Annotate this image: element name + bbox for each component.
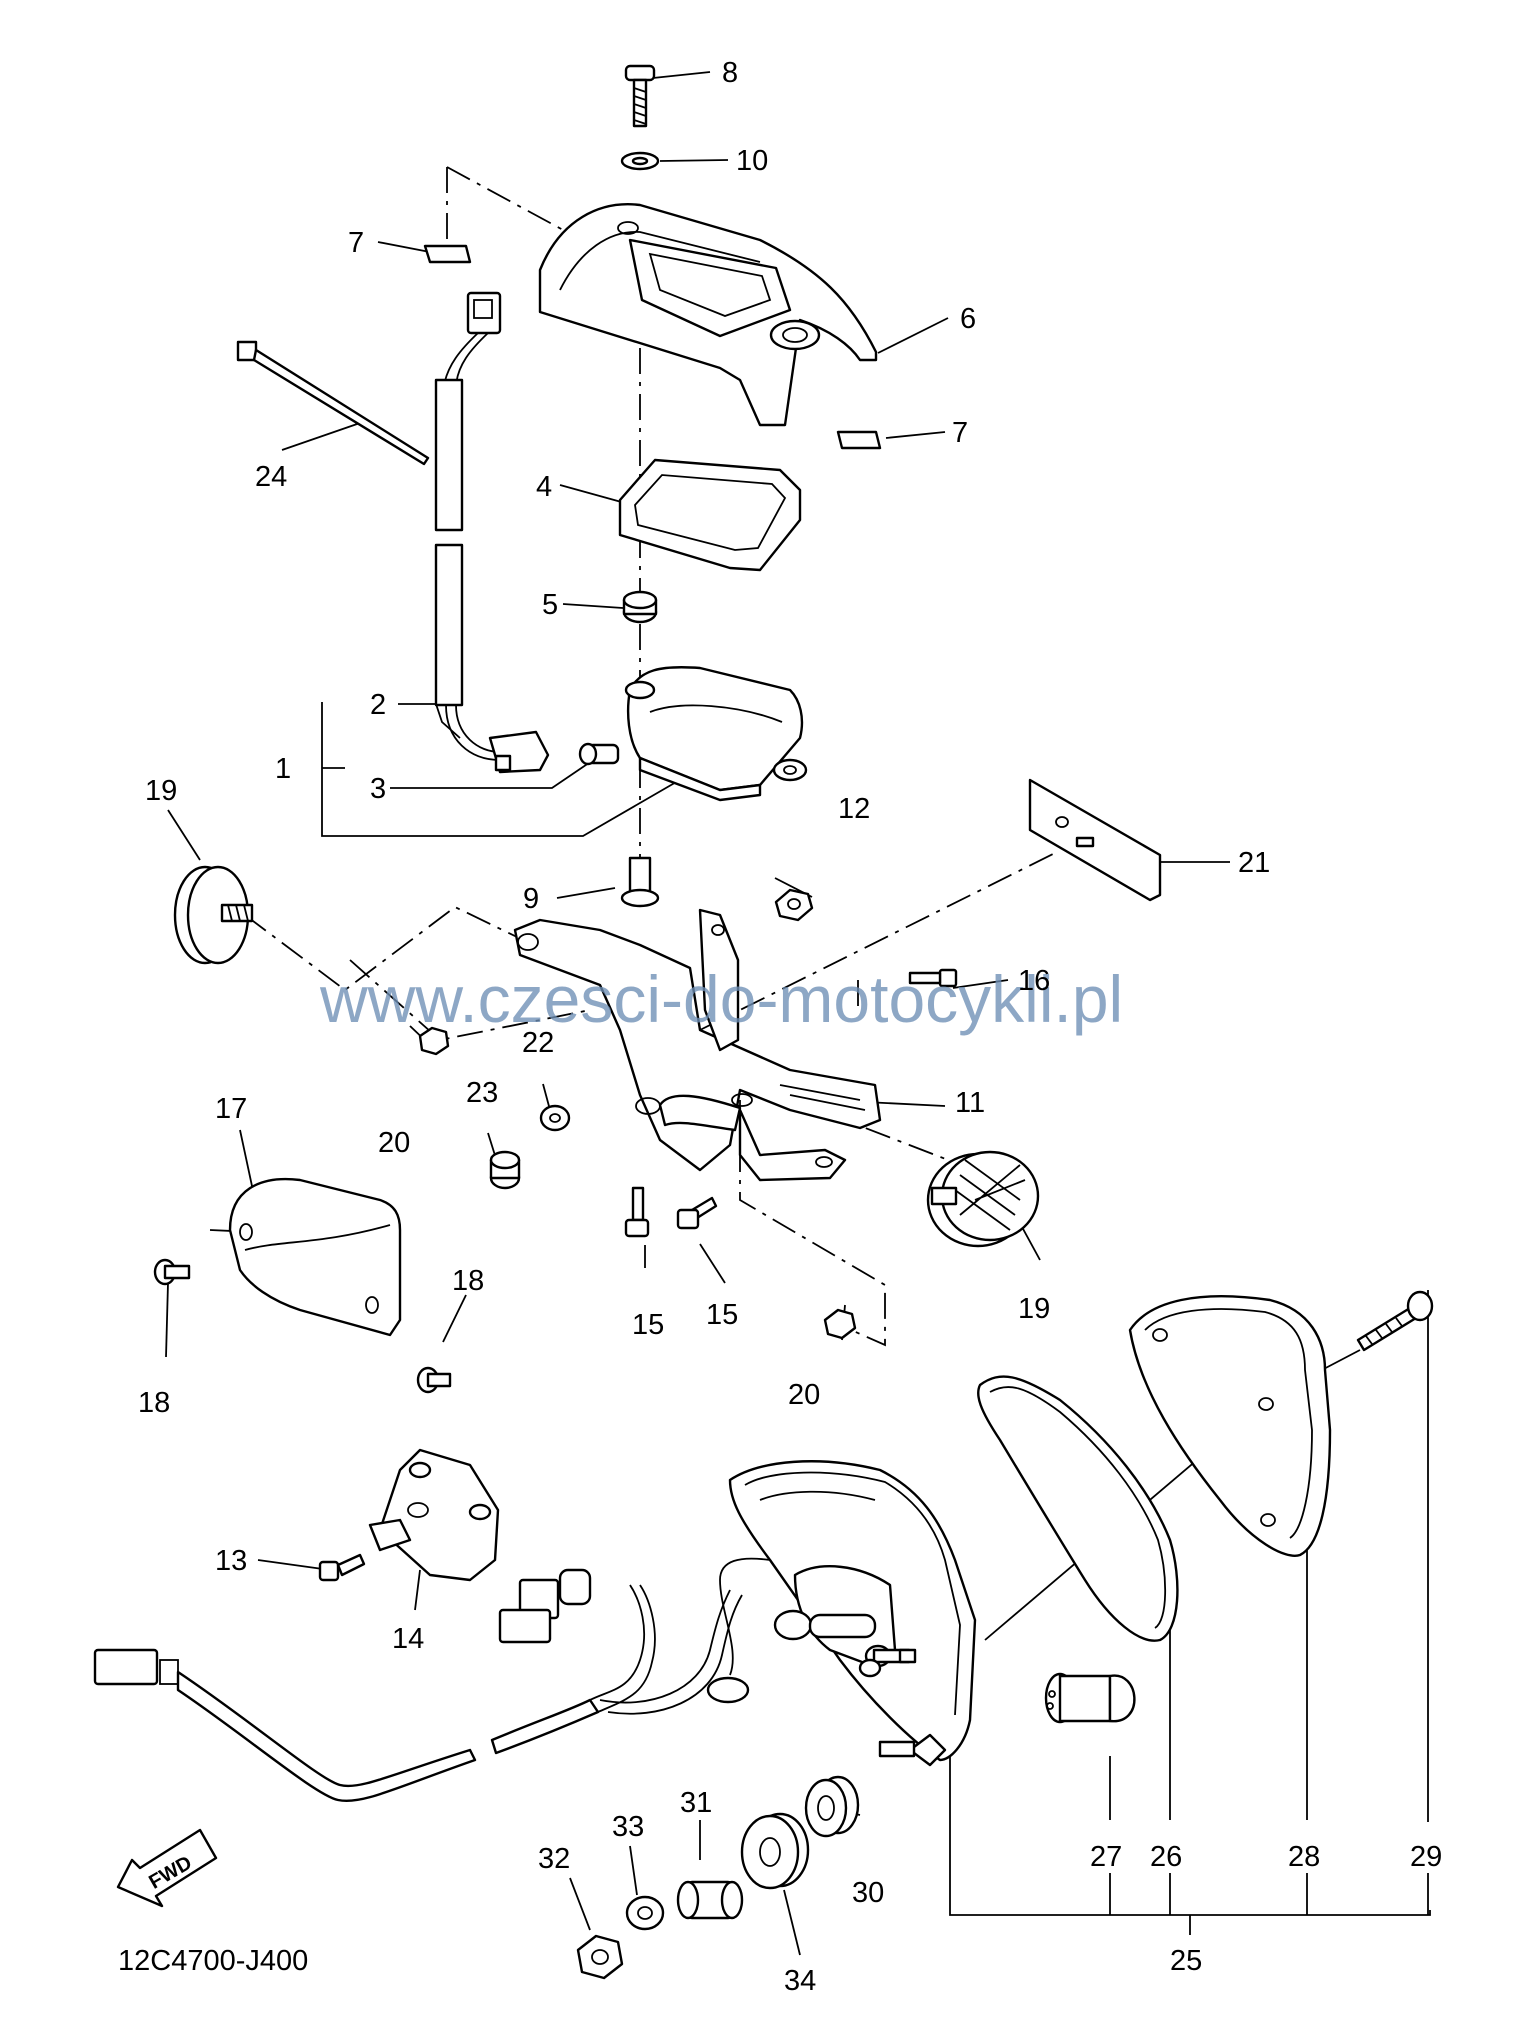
callout-28: 28: [1288, 1841, 1320, 1873]
meter-assembly-1: [624, 666, 808, 802]
washer-22: [539, 1104, 571, 1132]
bolt-9: [620, 856, 660, 908]
callout-22: 22: [522, 1027, 554, 1059]
bracket-14: [368, 1448, 500, 1582]
callout-4: 4: [536, 471, 552, 503]
callout-9: 9: [523, 883, 539, 915]
meter-cover-6: [538, 203, 878, 427]
callout-32: 32: [538, 1843, 570, 1875]
callout-24: 24: [255, 461, 287, 493]
callout-15-right: 15: [706, 1299, 738, 1331]
callout-20-lower: 20: [788, 1379, 820, 1411]
grommet-5: [622, 590, 658, 624]
nut-20-lower: [823, 1308, 857, 1340]
callout-31: 31: [680, 1787, 712, 1819]
callout-27: 27: [1090, 1841, 1122, 1873]
callout-13: 13: [215, 1545, 247, 1577]
screw-18-left: [153, 1258, 191, 1286]
bulb-27: [1044, 1672, 1136, 1724]
meter-wire-2: [434, 291, 550, 774]
callout-12: 12: [838, 793, 870, 825]
callout-34: 34: [784, 1965, 816, 1997]
callout-20-upper: 20: [378, 1127, 410, 1159]
cable-tie-24: [236, 340, 430, 466]
collar-23: [489, 1150, 521, 1190]
callout-23: 23: [466, 1077, 498, 1109]
callout-labels: 8 10 7 6 7 24 4 5 2 1 3 19 12 21 9 16 22…: [138, 57, 1442, 1997]
nut-32: [576, 1934, 624, 1980]
assembly-centerlines: [209, 166, 1056, 1347]
bolt-15-right: [676, 1196, 718, 1230]
reflector-21: [1028, 778, 1162, 902]
bolt-16: [908, 968, 958, 988]
gasket-26: [977, 1375, 1179, 1642]
callout-25: 25: [1170, 1945, 1202, 1977]
bulb-3: [578, 742, 620, 766]
callout-7-right: 7: [952, 417, 968, 449]
screw-18-right: [416, 1366, 452, 1394]
screw-29: [1356, 1290, 1434, 1352]
lens-28: [1128, 1295, 1332, 1557]
callout-33: 33: [612, 1811, 644, 1843]
cover-17: [228, 1177, 402, 1337]
screw-8: [624, 64, 656, 128]
callout-26: 26: [1150, 1841, 1182, 1873]
callout-18-lower: 18: [138, 1387, 170, 1419]
callout-6: 6: [960, 303, 976, 335]
callout-7-left: 7: [348, 227, 364, 259]
nut-20-upper: [418, 1026, 450, 1056]
taillight-housing-25: [728, 1460, 977, 1767]
bracket-11: [513, 908, 882, 1182]
washer-33: [625, 1895, 665, 1931]
reflector-19-left: [173, 865, 254, 965]
bolt-13: [318, 1553, 366, 1582]
callout-8: 8: [722, 57, 738, 89]
callout-17: 17: [215, 1093, 247, 1125]
collar-31: [676, 1880, 744, 1920]
callout-19-lower: 19: [1018, 1293, 1050, 1325]
callout-29: 29: [1410, 1841, 1442, 1873]
callout-10: 10: [736, 145, 768, 177]
callout-19-upper: 19: [145, 775, 177, 807]
forward-direction-arrow: FWD: [116, 1828, 218, 1908]
reflector-19-right: [926, 1150, 1040, 1248]
callout-11: 11: [955, 1087, 985, 1119]
watermark-text: www.czesci-do-motocykli.pl: [319, 962, 1123, 1036]
callout-2: 2: [370, 689, 386, 721]
washer-34: [740, 1812, 810, 1890]
callout-16: 16: [1018, 965, 1050, 997]
callout-21: 21: [1238, 847, 1270, 879]
gasket-4: [618, 458, 802, 572]
callout-3: 3: [370, 773, 386, 805]
nut-12: [774, 888, 814, 922]
wire-harness: [93, 1557, 791, 1802]
grommet-30: [804, 1775, 860, 1838]
washer-10: [620, 151, 660, 171]
callout-30: 30: [852, 1877, 884, 1909]
callout-18-upper: 18: [452, 1265, 484, 1297]
callout-5: 5: [542, 589, 558, 621]
pad-7-left: [423, 244, 472, 264]
callout-1: 1: [275, 753, 291, 785]
pad-7-right: [836, 430, 882, 450]
diagram-reference-code: 12C4700-J400: [118, 1945, 308, 1977]
callout-15-left: 15: [632, 1309, 664, 1341]
bolt-15-left: [624, 1186, 650, 1238]
callout-14: 14: [392, 1623, 424, 1655]
